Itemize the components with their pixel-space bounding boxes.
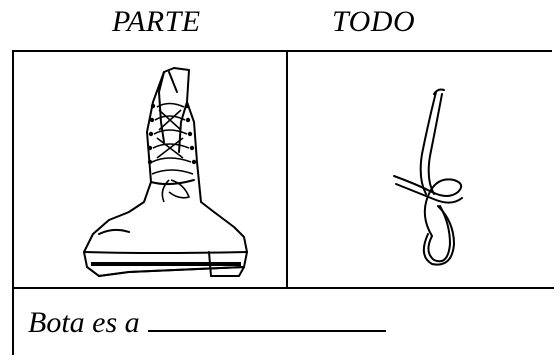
worksheet-table: Bota es a [12,50,554,357]
sentence-text: Bota es a [28,306,140,339]
sentence-line: Bota es a [28,305,386,341]
header-parte: PARTE [112,5,201,38]
shoelace-cell [288,52,554,289]
header-todo: TODO [332,5,416,38]
boot-icon [83,67,248,277]
shoelace-icon [393,88,463,266]
boot-cell [14,52,288,289]
answer-blank[interactable] [147,306,386,332]
sentence-cell: Bota es a [14,289,554,357]
